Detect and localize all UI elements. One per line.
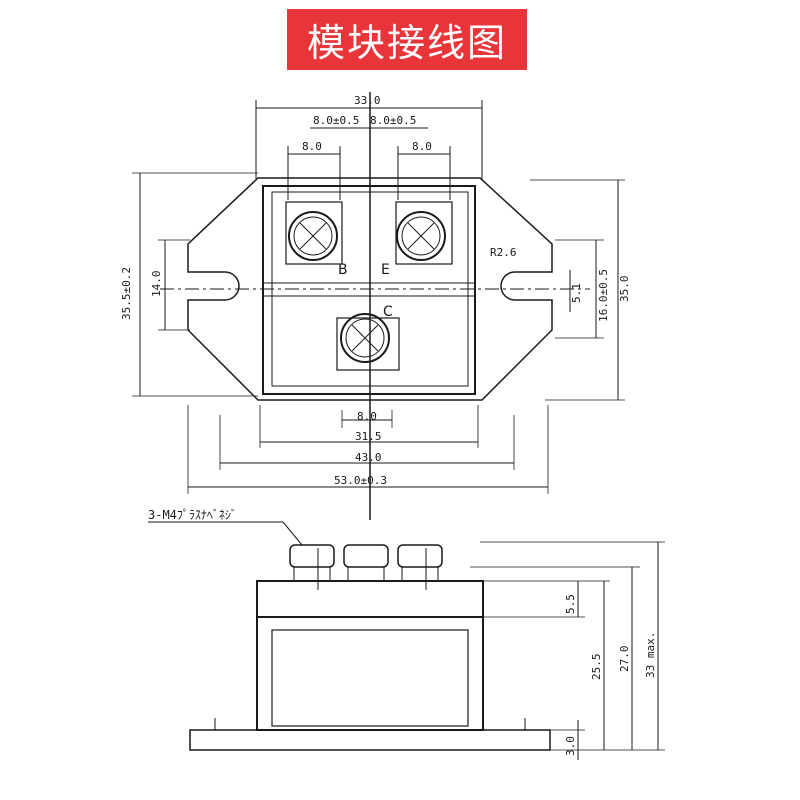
dim-term-width-right: 8.0 [412, 140, 432, 153]
dim-pitch-right: 8.0±0.5 [370, 114, 416, 127]
screw-heads [289, 544, 443, 590]
dim-side-3: 3.0 [564, 736, 577, 756]
dim-width-43: 43.0 [355, 451, 382, 464]
side-body-window [271, 629, 469, 727]
dim-slot: 5.1 [570, 283, 583, 303]
dim-term-width-left: 8.0 [302, 140, 322, 153]
dim-right-inner: 16.0±0.5 [597, 269, 610, 322]
side-base-plate [189, 729, 551, 751]
dim-side-25-5: 25.5 [590, 654, 603, 681]
screw-note: 3-M4ﾌﾟﾗｽﾅﾍﾞﾈｼﾞ [148, 508, 237, 522]
right-dimensions: R2.6 35.0 16.0±0.5 5.1 [490, 179, 631, 401]
terminal-b-label: B [338, 262, 348, 278]
left-dimensions: 35.5±0.2 14.0 [120, 172, 258, 397]
dim-bottom-term: 8.0 [357, 410, 377, 423]
dim-width-31: 31.5 [355, 430, 382, 443]
dim-right-height: 35.0 [618, 276, 631, 303]
dim-left-inner: 14.0 [150, 271, 163, 298]
dim-side-5-5: 5.5 [564, 594, 577, 614]
terminal-e-label: E [381, 262, 390, 278]
dim-radius: R2.6 [490, 246, 517, 259]
side-view: 3-M4ﾌﾟﾗｽﾅﾍﾞﾈｼﾞ [148, 508, 665, 760]
side-body-main [256, 616, 484, 731]
dim-side-27: 27.0 [618, 646, 631, 673]
terminal-c-label: C [383, 304, 393, 320]
dim-overall-width: 33.0 [354, 94, 381, 107]
terminal-e [395, 201, 453, 265]
page-title: 模块接线图 [306, 21, 507, 65]
side-dimensions: 5.5 25.5 27.0 33 max. 3.0 [460, 541, 665, 760]
module-body [262, 185, 476, 395]
dim-pitch-left: 8.0±0.5 [313, 114, 359, 127]
terminal-c [336, 313, 400, 371]
top-dimensions: 33.0 8.0±0.5 8.0±0.5 8.0 8.0 [255, 94, 483, 200]
base-flange-outline [187, 177, 553, 401]
title-banner: 模块接线图 [287, 9, 527, 70]
dim-left-height: 35.5±0.2 [120, 267, 133, 320]
terminal-b [285, 201, 343, 265]
side-body-top [256, 580, 484, 618]
dim-width-53: 53.0±0.3 [334, 474, 387, 487]
top-view: B E C 33.0 8.0±0.5 8.0±0.5 8.0 8.0 [120, 92, 631, 520]
module-body-inner [271, 191, 469, 387]
dim-side-33: 33 max. [644, 632, 657, 678]
bottom-dimensions: 8.0 31.5 43.0 53.0±0.3 [187, 405, 549, 494]
